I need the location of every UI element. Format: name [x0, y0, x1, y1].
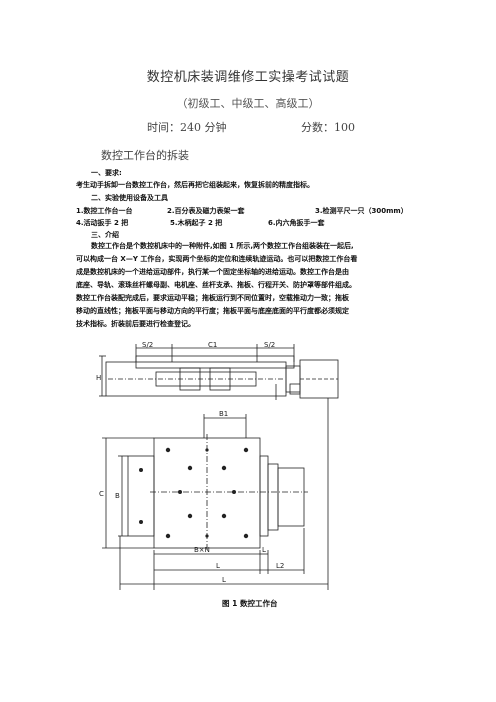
- tools-heading: 二、实验使用设备及工具: [91, 194, 168, 202]
- exam-time: 时间：240 分钟: [147, 121, 227, 134]
- tool-item: 6.内六角扳手一套: [268, 219, 325, 227]
- intro-line: 数控工作台是个数控机床中的一种附件,如图 1 所示,两个数控工作台组装装在一起后…: [91, 242, 354, 250]
- section-title: 数控工作台的拆装: [101, 149, 189, 162]
- intro-paragraph: 数控工作台是个数控机床中的一种附件,如图 1 所示,两个数控工作台组装装在一起后…: [76, 240, 428, 331]
- tool-item: 5.木柄起子 2 把: [170, 219, 223, 227]
- requirements-heading: 一、要求:: [91, 169, 122, 177]
- ball-screw: [155, 371, 257, 387]
- intro-heading: 三、介绍: [91, 231, 119, 239]
- intro-line: 数控工作台装配完成后，要求运动平稳；拖板运行到不同位置时，空载推动力一致；拖板: [76, 294, 349, 302]
- label-s-half-left: S/2: [142, 341, 153, 349]
- label-l-total: L: [222, 576, 226, 584]
- label-b: B: [115, 492, 120, 500]
- intro-line: 底座、导轨、滚珠丝杆螺母副、电机座、丝杆支承、拖板、行程开关、防护罩等部件组成。: [76, 281, 356, 289]
- label-c: C: [99, 490, 104, 498]
- tool-item: 3.检测平尺一只（300mm）: [315, 207, 408, 215]
- exam-score: 分数：100: [301, 121, 355, 134]
- requirements-text: 考生动手拆卸一台数控工作台，然后再把它组装起来，恢复拆前的精度指标。: [76, 181, 314, 189]
- label-s-half-right: S/2: [264, 341, 275, 349]
- doc-subtitle: （初级工、中级工、高级工）: [176, 97, 320, 110]
- label-bxn: B×N: [194, 546, 210, 554]
- label-l: L: [216, 562, 220, 570]
- label-l-short: L: [262, 546, 266, 554]
- doc-title: 数控机床装调维修工实操考试试题: [146, 70, 350, 85]
- label-l2: L2: [276, 562, 284, 570]
- tool-item: 4.活动扳手 2 把: [76, 219, 129, 227]
- tool-item: 1.数控工作台一台: [76, 207, 133, 215]
- label-b1: B1: [219, 410, 228, 418]
- intro-line: 可以构成一台 X—Y 工作台，实现两个坐标的定位和连续轨迹运动。也可以把数控工作…: [76, 255, 358, 263]
- intro-line: 技术指标。折装前后要进行检查登记。: [76, 320, 195, 328]
- tool-item: 2.百分表及磁力表架一套: [167, 207, 245, 215]
- intro-line: 成是数控机床的一个进给运动部件，执行某一个固定坐标轴的进给运动。数控工作台是由: [76, 268, 349, 276]
- plan-view-motor: [277, 467, 305, 527]
- label-c1: C1: [208, 341, 217, 349]
- label-h: H: [96, 374, 101, 382]
- figure-caption: 图 1 数控工作台: [222, 599, 278, 608]
- intro-line: 移动的直线性；拖板平面与移动方向的平行度；拖板平面与底座底面的平行度都必须规定: [76, 307, 349, 315]
- worktable-drawing: S/2 C1 S/2 H B1 C B B×N L L L2 L: [96, 341, 339, 590]
